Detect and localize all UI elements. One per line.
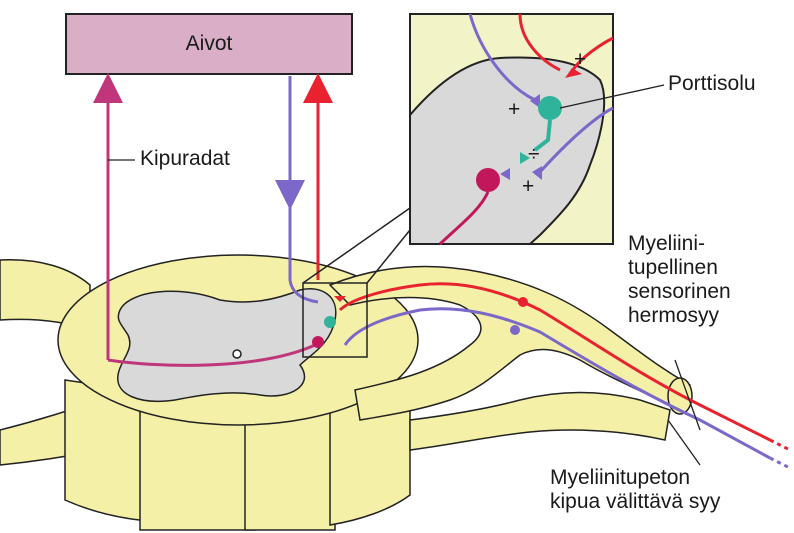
inset-plus-1: +	[508, 98, 520, 122]
unmyelinated-line-1: Myeliinitupeton	[550, 466, 720, 490]
unmyelinated-line-2: kipua välittävä syy	[550, 490, 720, 514]
unmyelinated-fiber-label: Myeliinitupeton kipua välittävä syy	[550, 466, 720, 514]
inset-divide: ÷	[528, 143, 540, 167]
pain-pathways-label: Kipuradat	[140, 147, 230, 171]
myelinated-line-2: tupellinen	[628, 256, 731, 280]
myelinated-line-4: hermosyy	[628, 304, 731, 328]
inset-magnified	[410, 14, 664, 244]
myelinated-fiber-label: Myeliini- tupellinen sensorinen hermosyy	[628, 232, 731, 328]
inset-plus-3: +	[522, 175, 534, 199]
brain-label: Aivot	[66, 14, 352, 74]
myelinated-line-3: sensorinen	[628, 280, 731, 304]
inset-plus-2: +	[574, 48, 586, 72]
gate-cell-label: Porttisolu	[668, 72, 756, 96]
myelinated-line-1: Myeliini-	[628, 232, 731, 256]
